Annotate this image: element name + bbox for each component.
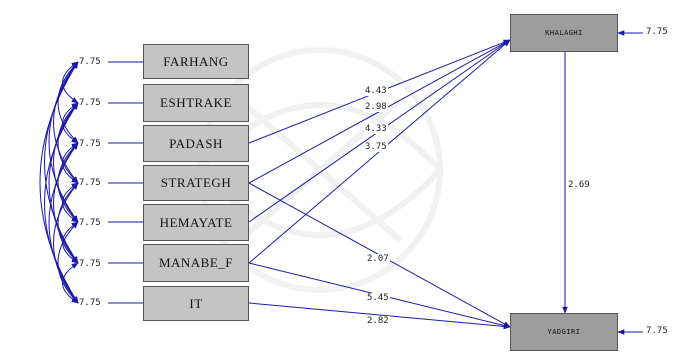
variance-label-hemayate: 7.75 <box>79 218 101 228</box>
covariance-arc-farhang-strategh <box>53 61 79 184</box>
box-khalaghi: KHALAGHI <box>510 14 618 52</box>
box-farhang: FARHANG <box>143 44 249 79</box>
box-yadgiri: YADGIRI <box>510 313 618 351</box>
variance-label-strategh: 7.75 <box>79 178 101 188</box>
variance-label-eshtrake: 7.75 <box>79 98 101 108</box>
covariance-arc-strategh-manabe <box>57 182 79 264</box>
coef-hemayate-khalaghi: 4.33 <box>364 124 388 134</box>
covariance-arc-strategh-it <box>53 182 79 304</box>
error-label-khalaghi: 7.75 <box>646 27 668 37</box>
box-manabe: MANABE_F <box>143 244 249 282</box>
covariance-arcs <box>39 61 79 304</box>
variance-label-padash: 7.75 <box>79 139 101 149</box>
covariance-arc-padash-manabe <box>53 142 79 264</box>
covariance-arc-farhang-padash <box>57 61 79 144</box>
coef-khalaghi-yadgiri: 2.69 <box>567 180 591 190</box>
variance-label-manabe: 7.75 <box>79 259 101 269</box>
covariance-arc-padash-hemayate <box>57 142 79 223</box>
covariance-arc-padash-it <box>48 142 79 304</box>
coef-padash-khalaghi: 4.43 <box>364 86 388 96</box>
coef-strategh-yadgiri: 2.07 <box>366 254 390 264</box>
covariance-arc-manabe-it <box>62 262 79 304</box>
variance-label-it: 7.75 <box>79 298 101 308</box>
variance-label-farhang: 7.75 <box>79 57 101 67</box>
covariance-arc-eshtrake-hemayate <box>53 102 79 223</box>
coef-it-yadgiri: 2.82 <box>366 316 390 326</box>
box-it: IT <box>143 286 249 321</box>
covariance-arc-hemayate-it <box>57 221 79 304</box>
box-hemayate: HEMAYATE <box>143 204 249 241</box>
box-strategh: STRATEGH <box>143 165 249 201</box>
variance-lines <box>108 30 643 335</box>
covariance-arc-farhang-it <box>39 61 79 304</box>
box-eshtrake: ESHTRAKE <box>143 84 249 122</box>
error-label-yadgiri: 7.75 <box>646 326 668 336</box>
box-padash: PADASH <box>143 125 249 162</box>
path-arrows <box>248 39 568 330</box>
coef-strategh-khalaghi: 2.98 <box>364 102 388 112</box>
coef-manabe-yadgiri: 5.45 <box>366 293 390 303</box>
covariance-arc-eshtrake-strategh <box>57 102 79 184</box>
coef-manabe-khalaghi: 3.75 <box>364 142 388 152</box>
path-arrow-it-yadgiri <box>248 302 511 330</box>
